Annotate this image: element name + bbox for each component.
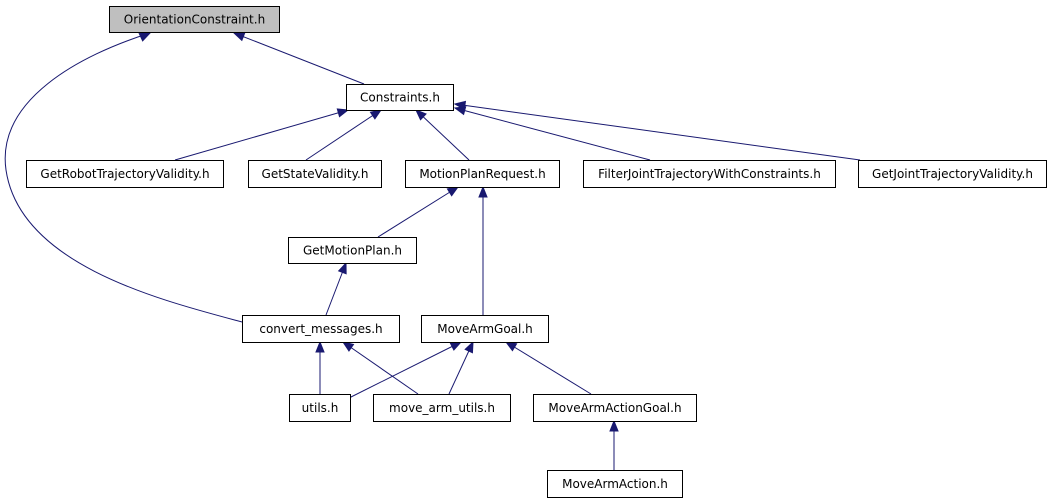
arrowhead-icon [415, 109, 427, 121]
node-label: MoveArmGoal.h [437, 322, 533, 336]
edge-get-robot-trajectory-validity-to-constraints [174, 108, 350, 161]
edge-line [233, 32, 365, 85]
arrowhead-icon [369, 109, 383, 120]
node-box [109, 6, 280, 33]
arrowhead-icon [341, 341, 355, 352]
node-label: GetRobotTrajectoryValidity.h [40, 167, 209, 181]
node-label: MotionPlanRequest.h [419, 167, 545, 181]
arrowhead-icon [138, 32, 152, 42]
edge-line [348, 341, 462, 399]
arrowhead-icon [453, 100, 467, 111]
edge-motion-plan-request-to-constraints [415, 109, 470, 161]
node-box [242, 315, 400, 343]
edge-line [377, 186, 459, 238]
node-box [583, 160, 836, 188]
node-label: GetMotionPlan.h [303, 244, 402, 258]
node-label: convert_messages.h [259, 322, 382, 336]
nodes-layer: OrientationConstraint.hConstraints.hGetR… [26, 6, 1047, 498]
edge-line [505, 341, 592, 395]
node-box [421, 315, 549, 343]
node-box [248, 160, 382, 188]
edge-line [174, 109, 349, 161]
edge-get-joint-trajectory-validity-to-constraints [453, 100, 861, 161]
node-box [346, 84, 454, 111]
node-label: move_arm_utils.h [389, 401, 495, 415]
node-label: OrientationConstraint.h [124, 13, 265, 27]
node-filter-joint-trajectory-with-constraints[interactable]: FilterJointTrajectoryWithConstraints.h [583, 160, 836, 188]
node-get-motion-plan[interactable]: GetMotionPlan.h [288, 237, 417, 264]
node-orientation-constraint: OrientationConstraint.h [109, 6, 280, 33]
node-get-robot-trajectory-validity[interactable]: GetRobotTrajectoryValidity.h [26, 160, 224, 188]
edge-convert-messages-to-get-motion-plan [325, 261, 347, 316]
edges-layer [4, 32, 861, 470]
arrowhead-icon [449, 341, 463, 351]
edge-get-state-validity-to-constraints [305, 109, 383, 161]
edge-line [342, 341, 419, 395]
node-box [288, 237, 417, 264]
node-label: Constraints.h [360, 91, 440, 105]
edge-move-arm-action-to-move-arm-action-goal [609, 419, 619, 470]
edge-line [4, 32, 243, 323]
node-convert-messages[interactable]: convert_messages.h [242, 315, 400, 343]
node-label: utils.h [302, 401, 339, 415]
node-box [533, 394, 697, 422]
node-get-joint-trajectory-validity[interactable]: GetJointTrajectoryValidity.h [858, 160, 1047, 188]
arrowhead-icon [478, 185, 488, 198]
node-label: MoveArmActionGoal.h [548, 401, 681, 415]
edge-move-arm-utils-to-move-arm-goal [448, 340, 474, 395]
node-get-state-validity[interactable]: GetStateValidity.h [248, 160, 382, 188]
node-box [858, 160, 1047, 188]
arrowhead-icon [464, 340, 474, 354]
node-box [405, 160, 560, 188]
node-box [547, 470, 683, 498]
node-move-arm-action-goal[interactable]: MoveArmActionGoal.h [533, 394, 697, 422]
node-utils[interactable]: utils.h [289, 394, 351, 422]
edge-utils-to-move-arm-goal [348, 341, 463, 399]
arrowhead-icon [446, 186, 460, 197]
node-motion-plan-request[interactable]: MotionPlanRequest.h [405, 160, 560, 188]
edge-line [454, 107, 651, 161]
node-box [289, 394, 351, 422]
arrowhead-icon [609, 419, 619, 432]
node-label: MoveArmAction.h [562, 477, 668, 491]
edge-utils-to-convert-messages [315, 340, 325, 394]
node-box [26, 160, 224, 188]
arrowhead-icon [504, 341, 518, 352]
arrowhead-icon [336, 108, 350, 118]
edge-move-arm-goal-to-motion-plan-request [478, 185, 488, 315]
arrowhead-icon [232, 32, 246, 42]
edge-get-motion-plan-to-motion-plan-request [377, 186, 460, 238]
edge-move-arm-action-goal-to-move-arm-goal [504, 341, 592, 395]
arrowhead-icon [315, 340, 325, 353]
edge-convert-messages-to-orientation-constraint [4, 32, 243, 323]
edge-filter-joint-trajectory-with-constraints-to-constraints [453, 106, 651, 161]
node-label: GetStateValidity.h [262, 167, 369, 181]
node-label: GetJointTrajectoryValidity.h [872, 167, 1033, 181]
edge-line [305, 109, 382, 161]
node-move-arm-goal[interactable]: MoveArmGoal.h [421, 315, 549, 343]
node-move-arm-utils[interactable]: move_arm_utils.h [373, 394, 511, 422]
edge-move-arm-utils-to-convert-messages [341, 341, 419, 395]
node-box [373, 394, 511, 422]
node-constraints[interactable]: Constraints.h [346, 84, 454, 111]
node-move-arm-action[interactable]: MoveArmAction.h [547, 470, 683, 498]
edge-line [415, 109, 470, 161]
arrowhead-icon [337, 261, 347, 275]
edge-line [454, 103, 861, 161]
edge-constraints-to-orientation-constraint [232, 32, 365, 85]
node-label: FilterJointTrajectoryWithConstraints.h [598, 167, 821, 181]
